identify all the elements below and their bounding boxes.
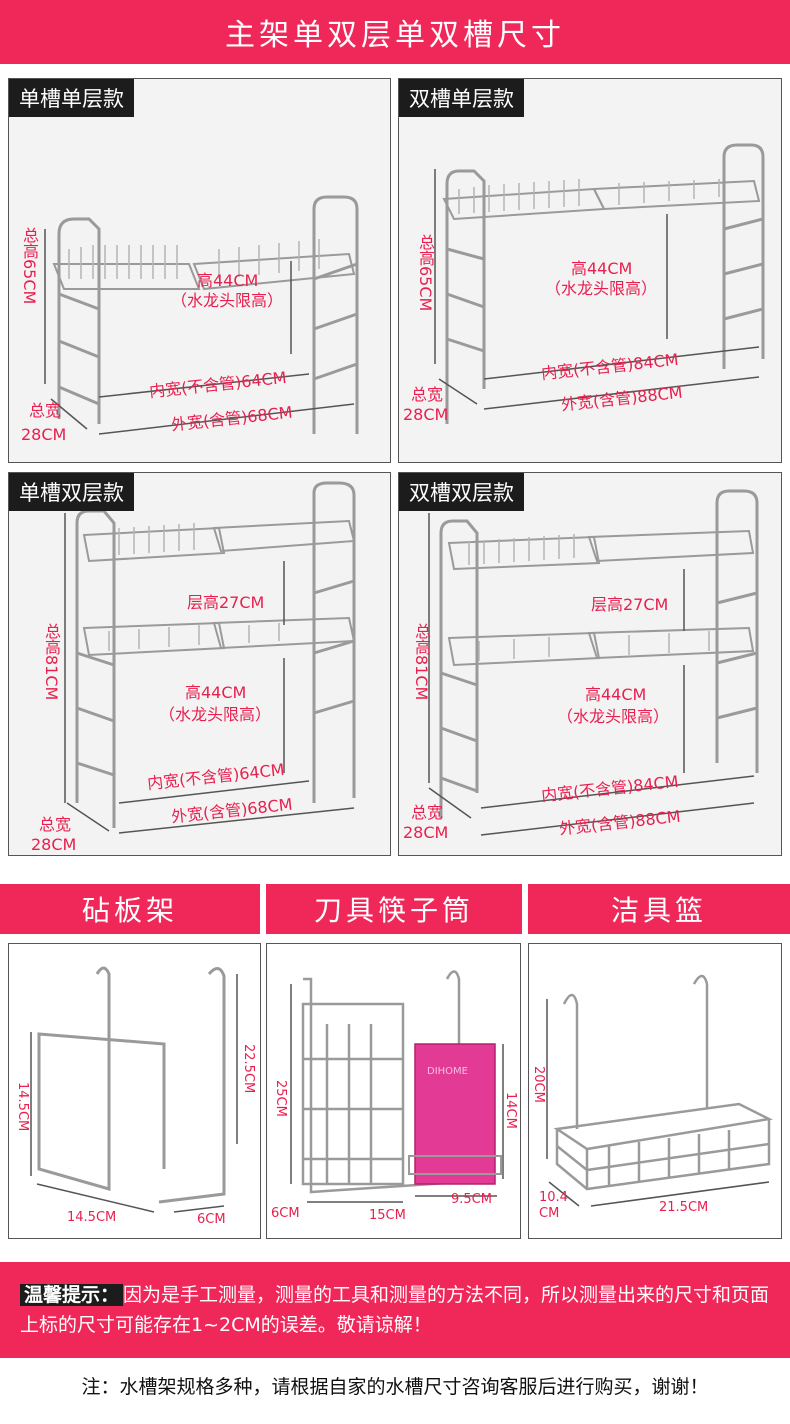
- tips-text: 因为是手工测量，测量的工具和测量的方法不同，所以测量出来的尺寸和页面上标的尺寸可…: [20, 1284, 770, 1336]
- banner-title: 主架单双层单双槽尺寸: [225, 18, 565, 53]
- board-depth-label: 6CM: [197, 1212, 226, 1227]
- cup-width-label: 9.5CM: [451, 1192, 492, 1207]
- depth-value: 28CM: [403, 405, 449, 424]
- double-layer-rack-drawing: [64, 481, 356, 834]
- header-knife-chopstick-holder: 刀具筷子筒: [266, 884, 522, 934]
- faucet-note-label: （水龙头限高）: [171, 291, 284, 310]
- depth-label: 总宽: [411, 385, 444, 404]
- panel-tag: 双槽单层款: [399, 79, 524, 117]
- faucet-note-label: （水龙头限高）: [159, 705, 272, 724]
- faucet-note-label: （水龙头限高）: [545, 279, 658, 298]
- knife-width-label: 15CM: [369, 1208, 406, 1223]
- knife-depth-label: 6CM: [271, 1206, 300, 1221]
- page-banner: 主架单双层单双槽尺寸: [0, 0, 790, 64]
- depth-label: 总宽: [411, 803, 444, 822]
- cleaning-basket-panel: 20CM 10.4 CM 21.5CM: [528, 943, 782, 1239]
- cutting-board-rack-drawing: [30, 966, 238, 1213]
- total-height-label: 总高81CM: [412, 623, 431, 701]
- panel-double-sink-double-layer: 双槽双层款 总高81CM 层高27CM 高44CM: [398, 472, 782, 856]
- depth-label: 总宽: [29, 401, 62, 420]
- cutting-board-rack-panel: 14.5CM 22.5CM 14.5CM 6CM: [8, 943, 261, 1239]
- knife-holder-panel: DIHOME 25CM 14CM 6CM 15CM 9.5CM: [266, 943, 521, 1239]
- tips-box: 温馨提示：因为是手工测量，测量的工具和测量的方法不同，所以测量出来的尺寸和页面上…: [0, 1262, 790, 1358]
- total-height-label: 总高65CM: [20, 227, 39, 305]
- depth-value: 28CM: [21, 425, 67, 444]
- faucet-height-label: 高44CM: [585, 685, 647, 704]
- cup-height-label: 14CM: [503, 1092, 518, 1129]
- panel-double-sink-single-layer: 双槽单层款 总高65CM 高44CM （水龙头限高） 内宽(不含管)84CM 外…: [398, 78, 782, 463]
- knife-cup: [414, 1043, 496, 1185]
- tips-title: 温馨提示：: [20, 1284, 124, 1306]
- knife-height-label: 25CM: [273, 1080, 288, 1117]
- header-cleaning-basket: 洁具篮: [528, 884, 790, 934]
- layer-height-label: 层高27CM: [591, 595, 669, 614]
- total-height-label: 总高81CM: [42, 623, 61, 701]
- board-height2-label: 22.5CM: [241, 1044, 256, 1094]
- faucet-note-label: （水龙头限高）: [557, 707, 670, 726]
- board-height-label: 14.5CM: [15, 1082, 30, 1132]
- depth-value: 28CM: [31, 835, 77, 854]
- footer-note: 注：水槽架规格多种，请根据自家的水槽尺寸咨询客服后进行购买，谢谢！: [81, 1376, 709, 1398]
- faucet-height-label: 高44CM: [571, 259, 633, 278]
- layer-height-label: 层高27CM: [187, 593, 265, 612]
- single-layer-rack-drawing: [434, 143, 765, 424]
- faucet-height-label: 高44CM: [185, 683, 247, 702]
- single-layer-rack-drawing: [44, 195, 359, 435]
- board-width-label: 14.5CM: [67, 1210, 117, 1225]
- basket-depth-label: 10.4 CM: [539, 1190, 568, 1221]
- panel-tag: 双槽双层款: [399, 473, 524, 511]
- panel-tag: 单槽双层款: [9, 473, 134, 511]
- double-layer-rack-drawing: [428, 489, 759, 836]
- knife-holder-drawing: DIHOME: [290, 970, 504, 1203]
- total-height-label: 总高65CM: [416, 234, 435, 312]
- cup-brand-text: DIHOME: [427, 1066, 468, 1077]
- panel-tag: 单槽单层款: [9, 79, 134, 117]
- depth-value: 28CM: [403, 823, 449, 842]
- cleaning-basket-drawing: [546, 974, 774, 1207]
- depth-label: 总宽: [39, 815, 72, 834]
- basket-height-label: 20CM: [531, 1066, 546, 1103]
- panel-single-sink-single-layer: 单槽单层款 总高65CM 高44CM （水龙头限高） 内宽(不含管)64CM 外…: [8, 78, 391, 463]
- basket-width-label: 21.5CM: [659, 1200, 709, 1215]
- faucet-height-label: 高44CM: [197, 271, 259, 290]
- panel-single-sink-double-layer: 单槽双层款 总高81CM 层高27CM 高44CM （水龙头: [8, 472, 391, 856]
- header-cutting-board-rack: 砧板架: [0, 884, 260, 934]
